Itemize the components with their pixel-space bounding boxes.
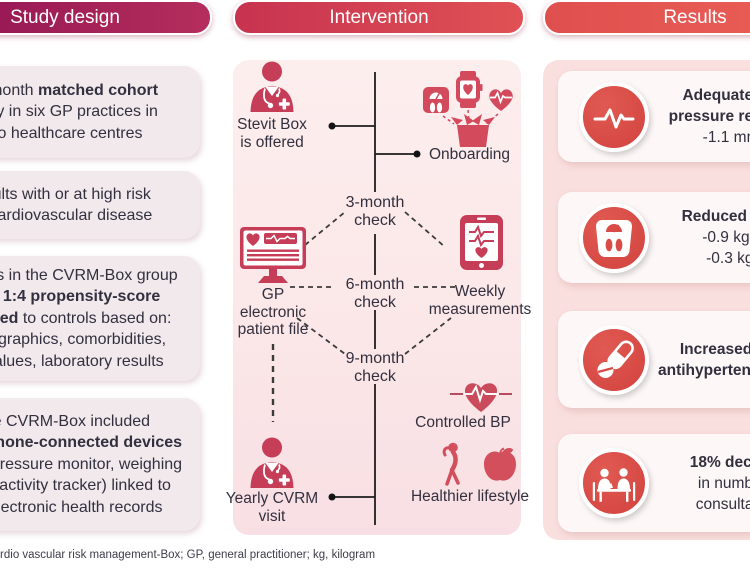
text-segment: Reduced weight	[681, 208, 750, 225]
results-panel: Adequate blood pressure regulation -1.1 mm…	[543, 60, 750, 540]
results-header-pill: Results	[543, 0, 750, 35]
study-card-population: Adults with or at high risk of cardiovasc…	[0, 171, 200, 239]
text-line: pressure regulation	[658, 106, 750, 127]
text-segment: pressure regulation	[668, 108, 750, 125]
text-line: matched to controls based on:	[0, 308, 171, 330]
intervention-header-label: Intervention	[329, 6, 429, 28]
text-line: demographics, comorbidities,	[0, 329, 166, 351]
intervention-panel: Stevit Box is offered	[226, 60, 531, 535]
text-line: two healthcare centres	[0, 123, 142, 145]
check-3-month-label: 3-month check	[345, 194, 405, 229]
text-segment: antihypertensive drugs	[658, 361, 750, 379]
text-segment: scale, activity tracker) linked to	[0, 477, 171, 495]
result-text: Reduced weight -0.9 kg and -0.3 kg/m²	[658, 192, 750, 283]
text-segment: demographics, comorbidities,	[0, 331, 167, 349]
text-line: 12-month matched cohort	[0, 80, 158, 102]
text-line: in number of	[658, 473, 750, 494]
weighing-scale-icon	[579, 202, 649, 273]
text-line: were 1:4 propensity-score	[0, 286, 160, 308]
text-line: of cardiovascular disease	[0, 205, 152, 227]
gp-computer-icon	[240, 227, 306, 283]
text-segment: -1.1 mmHg	[702, 129, 750, 146]
text-segment: in number of	[697, 474, 750, 492]
study-design-header-pill: Study design	[0, 0, 212, 35]
study-card-devices: The CVRM-Box included smartphone-connecte…	[0, 398, 200, 531]
weekly-measurements-label: Weekly measurements	[428, 283, 532, 318]
onboarding-devices-icons	[423, 71, 513, 147]
weekly-measurements-phone-icon	[460, 215, 503, 270]
text-segment: Adequate blood	[682, 87, 750, 104]
text-line: -1.1 mmHg	[658, 127, 750, 148]
text-segment: -0.3 kg/m²	[706, 250, 750, 267]
onboarding-label: Onboarding	[429, 146, 511, 163]
text-segment: smartphone-connected devices	[0, 434, 183, 452]
text-line: Adequate blood	[658, 85, 750, 106]
text-line: antihypertensive drugs	[658, 360, 750, 381]
text-line: (blood pressure monitor, weighing	[0, 454, 182, 476]
text-segment: 12-month	[0, 81, 34, 99]
text-segment: The CVRM-Box included	[0, 412, 151, 430]
timeline-graphic	[271, 72, 458, 525]
result-card-medication: Increased use of antihypertensive drugs	[558, 311, 750, 408]
text-line: study in six GP practices in	[0, 101, 158, 123]
result-text: Increased use of antihypertensive drugs	[658, 311, 750, 408]
text-segment: to controls based on:	[18, 309, 172, 327]
text-segment: Increased use of	[679, 340, 750, 358]
text-line: -0.9 kg and	[658, 227, 750, 248]
text-line: 18% decrease	[658, 452, 750, 473]
text-line: scale, activity tracker) linked to	[0, 475, 171, 497]
stevit-box-label: Stevit Box is offered	[237, 116, 307, 151]
text-segment: -0.9 kg and	[702, 229, 750, 246]
text-line: Increased use of	[658, 339, 750, 360]
result-card-consultations: 18% decrease in number of consultations	[558, 434, 750, 532]
healthier-lifestyle-label: Healthier lifestyle	[410, 488, 530, 505]
text-segment: 18% decrease	[689, 453, 750, 471]
text-line: -0.3 kg/m²	[658, 248, 750, 269]
text-line: Adults with or at high risk	[0, 184, 151, 206]
text-line: smartphone-connected devices	[0, 432, 182, 454]
yearly-cvrm-visit-label: Yearly CVRM visit	[225, 490, 319, 525]
controlled-bp-heart-icon	[450, 383, 512, 412]
check-9-month-label: 9-month check	[345, 350, 405, 385]
controlled-bp-label: Controlled BP	[415, 414, 511, 431]
text-line: Patients in the CVRM-Box group	[0, 265, 178, 287]
text-segment: BP values, laboratory results	[0, 352, 164, 370]
text-segment: matched cohort	[38, 81, 159, 99]
text-segment: the electronic health records	[0, 498, 163, 516]
result-card-blood-pressure: Adequate blood pressure regulation -1.1 mm…	[558, 71, 750, 162]
text-line: the electronic health records	[0, 497, 163, 519]
study-card-cohort: 12-month matched cohortstudy in six GP p…	[0, 66, 200, 158]
result-text: Adequate blood pressure regulation -1.1 mm…	[658, 71, 750, 162]
text-segment: two healthcare centres	[0, 124, 143, 142]
ecg-pulse-icon	[579, 81, 649, 152]
text-segment: consultations	[695, 495, 750, 513]
abbreviations-footnote: CVRM-Box, cardio vascular risk managemen…	[0, 549, 376, 561]
gp-patient-file-label: GP electronic patient file	[237, 286, 309, 338]
consultation-icon	[579, 448, 649, 518]
text-segment: of cardiovascular disease	[0, 207, 153, 224]
text-segment: Patients in the CVRM-Box group	[0, 266, 178, 284]
text-line: BP values, laboratory results	[0, 351, 164, 373]
text-segment: matched	[0, 309, 19, 327]
doctor-icon	[250, 437, 294, 488]
text-segment: 1:4 propensity-score	[2, 288, 161, 306]
text-line: consultations	[658, 494, 750, 515]
text-line: The CVRM-Box included	[0, 411, 150, 433]
text-segment: Adults with or at high risk	[0, 185, 151, 203]
check-6-month-label: 6-month check	[345, 276, 405, 311]
result-text: 18% decrease in number of consultations	[658, 434, 750, 532]
text-segment: (blood pressure monitor, weighing	[0, 455, 183, 473]
study-card-matching: Patients in the CVRM-Box group were 1:4 p…	[0, 256, 200, 381]
pills-icon	[579, 324, 649, 395]
text-segment: study in six GP practices in	[0, 103, 158, 121]
intervention-header-pill: Intervention	[233, 0, 525, 35]
result-card-weight: Reduced weight -0.9 kg and -0.3 kg/m²	[558, 192, 750, 283]
results-header-label: Results	[663, 6, 727, 28]
healthier-lifestyle-icon	[442, 442, 516, 486]
doctor-icon	[250, 61, 294, 112]
study-design-header-label: Study design	[10, 6, 120, 28]
text-line: Reduced weight	[658, 206, 750, 227]
